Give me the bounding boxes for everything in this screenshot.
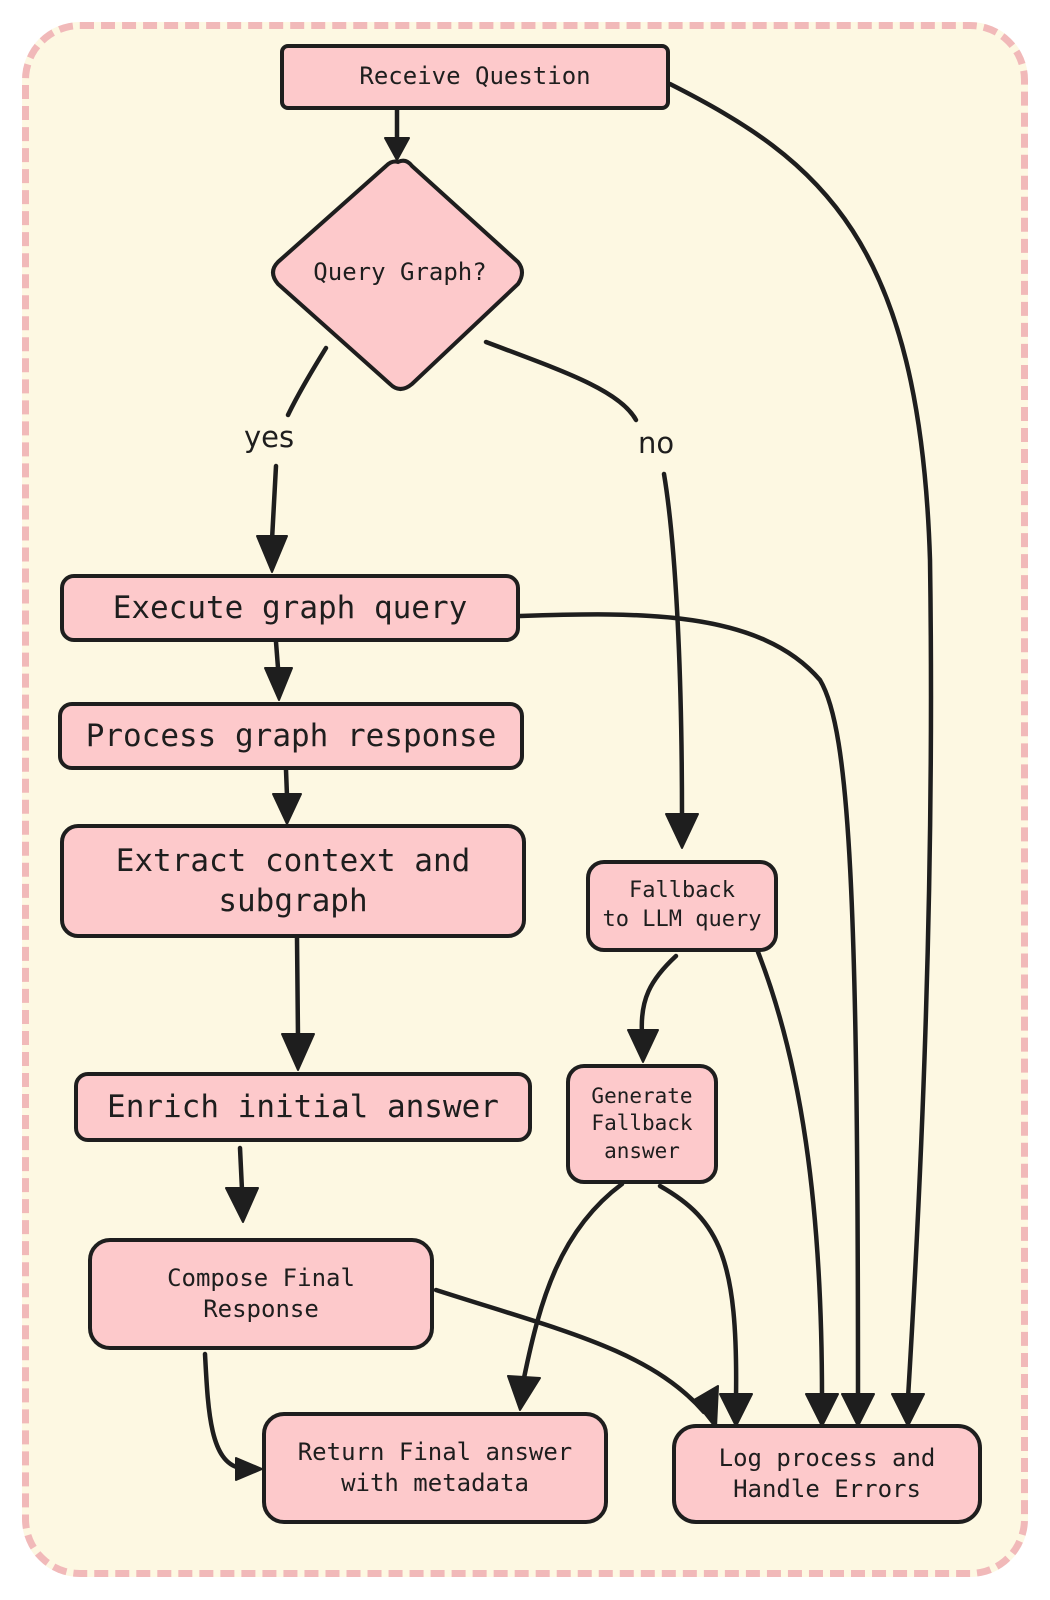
edge-process-to-extract bbox=[283, 767, 290, 799]
edge-fallback-to-log bbox=[755, 949, 825, 1401]
arrowhead-log-4 bbox=[841, 1393, 875, 1427]
edge-execute-to-process bbox=[273, 639, 281, 671]
node-return-final-answer[interactable]: Return Final answer with metadata bbox=[262, 1412, 608, 1524]
node-process-graph-response[interactable]: Process graph response bbox=[58, 702, 524, 770]
edge-compose-to-return bbox=[202, 1351, 243, 1471]
arrowhead-return-left bbox=[235, 1457, 263, 1481]
node-compose-final-response[interactable]: Compose Final Response bbox=[88, 1238, 434, 1350]
edge-generate-to-return bbox=[521, 1181, 625, 1381]
arrowhead-log-5 bbox=[891, 1393, 925, 1427]
arrowhead-log-3 bbox=[805, 1393, 839, 1427]
node-log-process[interactable]: Log process and Handle Errors bbox=[672, 1424, 982, 1524]
arrowhead-log-2 bbox=[719, 1393, 753, 1427]
edge-yes-upper bbox=[285, 345, 329, 418]
edge-label-no: no bbox=[638, 426, 675, 460]
decision-diamond[interactable] bbox=[271, 158, 524, 391]
edge-compose-to-log bbox=[433, 1287, 707, 1415]
arrowhead-return-top bbox=[507, 1375, 541, 1411]
edge-enrich-to-compose bbox=[237, 1145, 245, 1193]
edge-no-upper bbox=[483, 339, 639, 423]
edge-execute-to-log bbox=[517, 612, 861, 1401]
edge-no-lower bbox=[661, 471, 685, 821]
arrowhead-enrich bbox=[281, 1033, 315, 1071]
arrowhead-execute bbox=[256, 535, 288, 573]
edge-receive-to-log bbox=[667, 81, 934, 1401]
edge-fallback-to-generate bbox=[639, 953, 679, 1037]
node-enrich-initial-answer[interactable]: Enrich initial answer bbox=[74, 1072, 532, 1142]
arrowhead-compose bbox=[225, 1187, 259, 1223]
node-fallback-llm-query[interactable]: Fallback to LLM query bbox=[586, 860, 778, 952]
arrowhead-fallback bbox=[665, 813, 699, 849]
edge-extract-to-enrich bbox=[294, 935, 301, 1041]
edge-yes-lower bbox=[269, 463, 279, 543]
arrowhead-process bbox=[264, 667, 293, 701]
query-graph-label: Query Graph? bbox=[313, 258, 487, 286]
edge-generate-to-log bbox=[657, 1183, 739, 1401]
node-extract-context[interactable]: Extract context and subgraph bbox=[60, 824, 526, 938]
node-receive-question[interactable]: Receive Question bbox=[280, 44, 670, 110]
node-generate-fallback-answer[interactable]: Generate Fallback answer bbox=[566, 1064, 718, 1184]
arrowhead-query bbox=[384, 137, 410, 161]
arrowhead-generate bbox=[627, 1029, 659, 1063]
arrowhead-log-1 bbox=[693, 1385, 719, 1429]
arrowhead-extract bbox=[272, 793, 302, 825]
node-execute-graph-query[interactable]: Execute graph query bbox=[60, 574, 520, 642]
edge-label-yes: yes bbox=[244, 420, 295, 454]
